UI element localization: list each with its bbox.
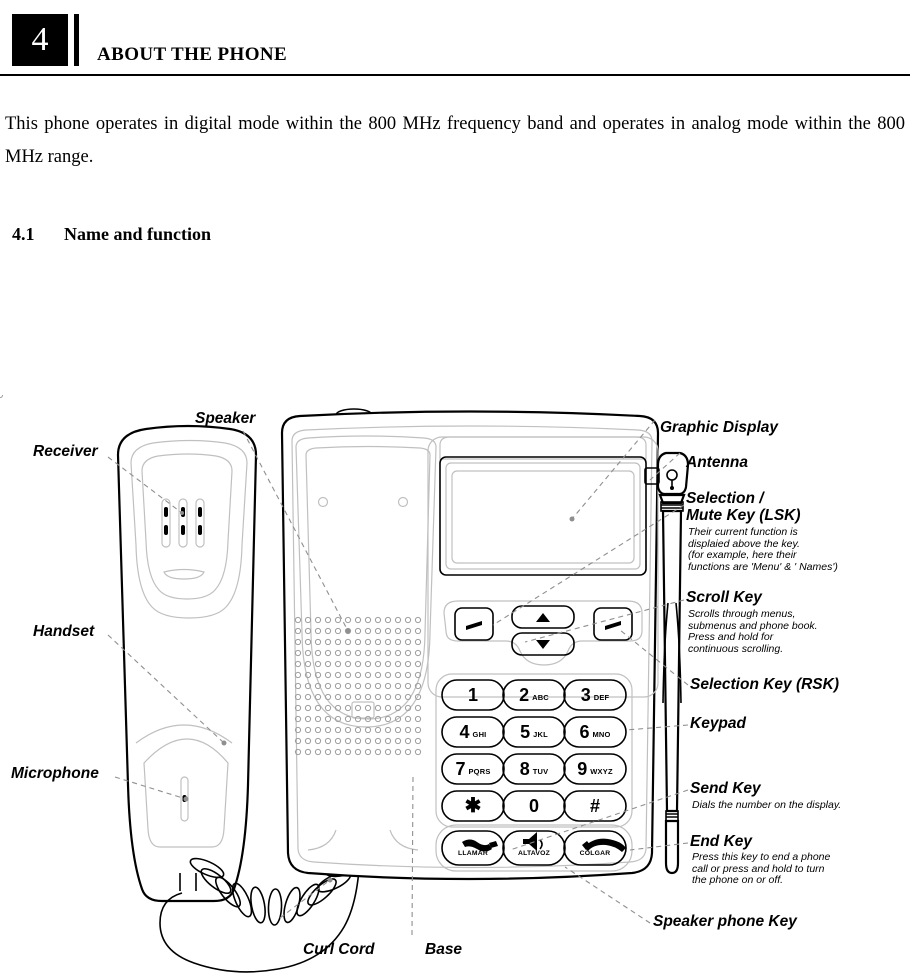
chapter-number: 4: [31, 21, 49, 58]
colgar-icon: [582, 838, 626, 852]
llamar-icon: [462, 839, 498, 852]
label-base: Base: [425, 941, 463, 958]
function-key-altavoz[interactable]: ALTAVOZ: [503, 831, 565, 865]
keypad-digit: 1: [467, 685, 478, 705]
phone-illustration: .k{fill:none;stroke:#000;stroke-width:1.…: [0, 395, 690, 973]
label-end-key: End Key: [690, 833, 753, 850]
keypad-key-0[interactable]: 0: [503, 791, 565, 821]
label-selection-mute-key-line1: Selection /: [686, 490, 764, 507]
keypad-letters: TUV: [532, 766, 549, 776]
function-key-label: ALTAVOZ: [518, 850, 550, 857]
handset-graphic: [116, 424, 258, 903]
graphic-display: [427, 436, 659, 698]
intro-paragraph: This phone operates in digital mode with…: [5, 114, 905, 167]
keypad-digit: 2: [519, 685, 530, 705]
keypad-digit: 6: [579, 722, 590, 742]
leader-lines: [107, 419, 689, 936]
label-selection-mute-key-line2: Mute Key (LSK): [686, 507, 801, 524]
scroll-down-key: [511, 632, 575, 656]
keypad-letters: GHI: [472, 729, 487, 739]
softkey-cluster: [443, 600, 643, 666]
chapter-title: ABOUT THE PHONE: [97, 44, 288, 65]
label-scroll-key: Scroll Key: [686, 589, 762, 606]
function-key-colgar[interactable]: COLGAR: [564, 831, 626, 865]
desc-scroll-key: Scrolls through menus, submenus and phon…: [688, 608, 818, 655]
label-receiver: Receiver: [33, 443, 98, 460]
label-selection-mute-key: Selection / Mute Key (LSK): [686, 490, 866, 524]
header-rule: [0, 74, 910, 76]
keypad-digit: 7: [455, 759, 466, 779]
keypad-letters: MNO: [592, 729, 611, 739]
keypad-letters: JKL: [533, 729, 548, 739]
keypad-digit: #: [589, 796, 600, 816]
keypad-letters: DEF: [593, 692, 610, 702]
section-heading: 4.1 Name and function: [12, 224, 211, 245]
label-keypad: Keypad: [690, 715, 746, 732]
keypad-digit: 8: [519, 759, 530, 779]
keypad-digit: 9: [577, 759, 588, 779]
keypad-key-hash[interactable]: #: [564, 791, 626, 821]
label-speaker: Speaker: [195, 410, 256, 427]
antenna-graphic: [644, 451, 690, 875]
altavoz-icon: [523, 832, 543, 851]
desc-end-key: Press this key to end a phone call or pr…: [692, 851, 831, 887]
phone-diagram: .k{fill:none;stroke:#000;stroke-width:1.…: [0, 395, 910, 975]
label-speaker-phone-key: Speaker phone Key: [653, 913, 797, 930]
label-curl-cord: Curl Cord: [303, 941, 375, 958]
keypad-letters: PQRS: [468, 766, 491, 776]
keypad-digit: 4: [459, 722, 470, 742]
section-number: 4.1: [12, 224, 35, 244]
speaker-grille: [0, 395, 422, 756]
lsk-key: [454, 607, 494, 641]
keypad-digit: 5: [520, 722, 531, 742]
keypad-digit: 3: [580, 685, 591, 705]
keypad-digit: ✱: [464, 795, 482, 817]
keypad-graphic: [435, 673, 633, 872]
desc-send-key: Dials the number on the display.: [692, 799, 842, 811]
label-handset: Handset: [33, 623, 95, 640]
label-graphic-display: Graphic Display: [660, 419, 779, 436]
label-selection-key-rsk: Selection Key (RSK): [690, 676, 840, 693]
function-key-llamar[interactable]: LLAMAR: [442, 831, 504, 865]
desc-selection-mute-key: Their current function is displaied abov…: [688, 526, 838, 573]
function-key-label: LLAMAR: [458, 850, 488, 857]
header-divider-bar: [74, 14, 79, 66]
keypad-digit: 0: [528, 796, 539, 816]
keypad-key-1[interactable]: 1: [442, 680, 504, 710]
receiver-grille: [161, 498, 205, 548]
scroll-up-key: [511, 605, 575, 629]
page-header: 4 ABOUT THE PHONE: [0, 0, 910, 78]
label-send-key: Send Key: [690, 780, 761, 797]
function-key-label: COLGAR: [579, 850, 611, 857]
keypad-letters: WXYZ: [590, 766, 613, 776]
label-microphone: Microphone: [11, 765, 99, 782]
section-title: Name and function: [64, 224, 212, 244]
label-antenna: Antenna: [686, 454, 748, 471]
chapter-number-box: 4: [12, 14, 68, 66]
base-graphic: [0, 395, 660, 881]
keypad-letters: ABC: [532, 692, 549, 702]
keypad-key-star[interactable]: ✱: [442, 791, 504, 821]
